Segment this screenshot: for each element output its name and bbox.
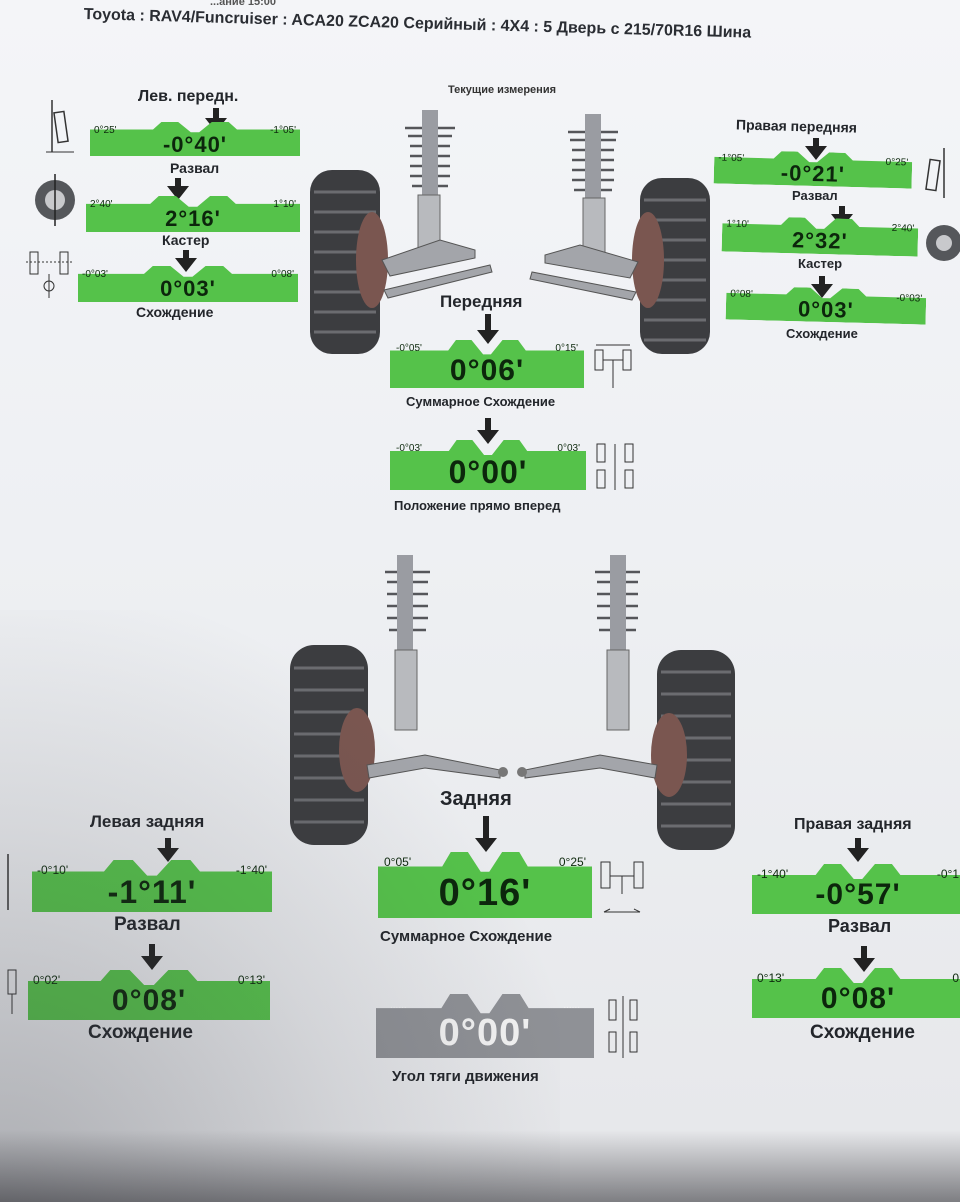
rear-left-camber-gauge: -0°10' -1°40' -1°11': [32, 860, 272, 912]
rear-camber-icon: [7, 854, 9, 910]
straight-ahead-gauge: -0°03' 0°03' 0°00': [390, 440, 586, 490]
camber-diagram-icon: [46, 100, 74, 153]
caster-wheel-icon-right: [926, 225, 960, 261]
rear-right-camber-value: -0°57': [815, 878, 901, 911]
front-left-caster-value: 2°16': [165, 206, 221, 231]
rear-total-toe-label: Суммарное Схождение: [380, 928, 553, 945]
rear-right-camber-min: -1°40': [757, 867, 789, 881]
rear-right-toe-label: Схождение: [810, 1022, 915, 1043]
steering-straight-icon: [596, 443, 634, 490]
thrust-angle-max: ......: [563, 1000, 580, 1011]
toe-diagram-icon: [26, 251, 74, 298]
front-left-camber-value: -0°40': [162, 132, 228, 157]
front-right-camber-value: -0°21': [780, 160, 846, 187]
rear-section-label: Задняя: [440, 788, 512, 810]
rear-total-toe-max: 0°25': [558, 855, 586, 869]
rear-right-toe-gauge: 0°13' 0 0°08': [752, 968, 960, 1018]
thrust-angle-label: Угол тяги движения: [392, 1068, 539, 1085]
front-total-toe-gauge: -0°05' 0°15' 0°06': [390, 340, 584, 388]
front-right-toe-gauge: 0°08' -0°03' 0°03': [726, 285, 927, 324]
front-left-camber-gauge: 0°25' -1°05' -0°40': [90, 122, 300, 157]
straight-ahead-max: 0°03': [557, 443, 580, 454]
front-total-toe-max: 0°15': [555, 343, 578, 354]
front-left-toe-max: 0°08': [271, 269, 294, 280]
rear-total-toe-gauge: 0°05' 0°25' 0°16': [378, 852, 592, 918]
photo-bottom-edge: [0, 1130, 960, 1202]
front-left-caster-max: 1°10': [273, 199, 296, 210]
front-right-caster-value: 2°32': [791, 227, 849, 254]
caster-wheel-icon: [35, 174, 75, 226]
rear-right-toe-min: 0°13': [757, 971, 785, 985]
rear-right-camber-max: -0°1: [936, 867, 959, 881]
straight-ahead-label: Положение прямо вперед: [394, 498, 561, 513]
front-right-caster-label: Кастер: [798, 256, 843, 271]
rear-right-camber-gauge: -1°40' -0°1 -0°57': [752, 864, 960, 914]
front-total-toe-label: Суммарное Схождение: [406, 394, 556, 409]
rear-total-toe-value: 0°16': [438, 872, 532, 914]
rear-suspension-illustration: [290, 555, 735, 850]
front-left-caster-label: Кастер: [162, 232, 210, 248]
straight-ahead-value: 0°00': [448, 454, 528, 490]
front-right-caster-gauge: 1°10' 2°40' 2°32': [722, 215, 919, 256]
rear-right-heading: Правая задняя: [794, 816, 912, 833]
front-left-toe-label: Схождение: [136, 304, 214, 320]
rear-left-camber-max: -1°40': [235, 863, 267, 877]
rear-right-toe-max: 0: [952, 971, 959, 985]
front-left-caster-min: 2°40': [90, 199, 113, 210]
thrust-angle-value: 0°00': [438, 1012, 532, 1054]
thrust-angle-icon: [608, 996, 638, 1058]
camber-diagram-icon-right: [925, 148, 945, 198]
front-right-camber-gauge: -1°05' 0°25' -0°21': [714, 149, 913, 188]
front-left-caster-gauge: 2°40' 1°10' 2°16': [86, 196, 300, 232]
front-total-toe-value: 0°06': [449, 354, 525, 387]
rear-left-toe-value: 0°08': [111, 984, 187, 1017]
front-right-heading: Правая передняя: [735, 116, 858, 136]
rear-left-toe-label: Схождение: [88, 1022, 193, 1043]
front-suspension-illustration: [310, 110, 710, 354]
rear-left-camber-min: -0°10': [37, 863, 69, 877]
thrust-angle-min: ......: [390, 1000, 407, 1011]
rear-total-toe-min: 0°05': [384, 855, 412, 869]
axle-toe-icon: [594, 344, 632, 388]
rear-toe-icon: [7, 969, 17, 1014]
rear-left-camber-label: Развал: [114, 914, 181, 935]
front-left-camber-max: -1°05': [270, 125, 296, 136]
rear-right-camber-label: Развал: [828, 916, 892, 936]
rear-left-heading: Левая задняя: [90, 812, 205, 831]
rear-left-toe-gauge: 0°02' 0°13' 0°08': [28, 970, 270, 1020]
thrust-angle-gauge: ...... ...... 0°00': [376, 994, 594, 1058]
front-right-toe-value: 0°03': [797, 296, 855, 323]
front-left-camber-label: Развал: [170, 160, 220, 176]
front-section-label: Передняя: [440, 292, 523, 311]
front-right-toe-label: Схождение: [786, 326, 858, 341]
front-left-camber-min: 0°25': [94, 125, 117, 136]
front-left-toe-gauge: -0°03' 0°08' 0°03': [78, 266, 298, 302]
rear-left-camber-value: -1°11': [107, 874, 197, 910]
rear-right-toe-value: 0°08': [820, 982, 896, 1015]
rear-left-toe-min: 0°02': [33, 973, 61, 987]
front-left-toe-min: -0°03': [82, 269, 108, 280]
front-total-toe-min: -0°05': [396, 343, 422, 354]
straight-ahead-min: -0°03': [396, 443, 422, 454]
rear-left-toe-max: 0°13': [237, 973, 265, 987]
front-left-toe-value: 0°03': [160, 276, 216, 301]
header-partial-text: ...ание 15:00: [210, 0, 276, 8]
front-left-heading: Лев. передн.: [138, 88, 239, 105]
vehicle-title: Toyota : RAV4/Funcruiser : ACA20 ZCA20 С…: [83, 6, 752, 42]
front-right-camber-label: Развал: [792, 188, 838, 203]
rear-axle-toe-icon: [600, 861, 644, 913]
current-measurements-label: Текущие измерения: [448, 84, 557, 96]
